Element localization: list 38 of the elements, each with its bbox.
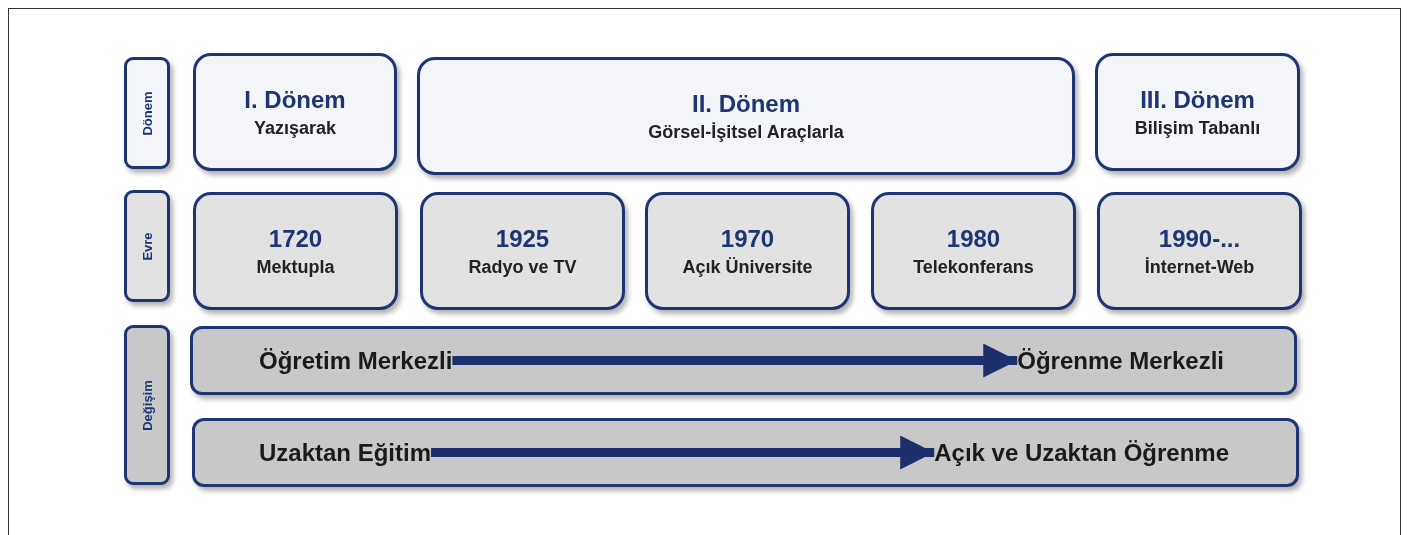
period-box <box>420 192 625 310</box>
period-box <box>645 192 850 310</box>
band-text: Öğretim Merkezli <box>259 346 453 375</box>
period-subtitle: İnternet-Web <box>1144 256 1255 278</box>
period-box <box>1097 192 1302 310</box>
period-subtitle: Telekonferans <box>913 256 1034 278</box>
band-text: Uzaktan Eğitim <box>259 438 432 467</box>
row-label: Evre <box>139 231 155 261</box>
row-label: Değişim <box>139 379 155 431</box>
period-title: 1925 <box>495 224 550 253</box>
period-box <box>1095 53 1300 171</box>
period-title: 1970 <box>720 224 775 253</box>
period-subtitle: Görsel-İşitsel Araçlarla <box>648 121 844 143</box>
arrow <box>452 343 1018 378</box>
period-subtitle: Mektupla <box>256 256 335 278</box>
band-text: Açık ve Uzaktan Öğrenme <box>934 438 1229 467</box>
period-title: III. Dönem <box>1140 85 1255 114</box>
band-bar <box>190 326 1297 395</box>
band-bar <box>192 418 1299 487</box>
period-subtitle: Açık Üniversite <box>682 256 813 278</box>
row-label-box <box>124 325 170 485</box>
period-title: 1720 <box>268 224 323 253</box>
period-subtitle: Yazışarak <box>253 117 337 139</box>
period-box <box>871 192 1076 310</box>
row-label: Dönem <box>139 90 155 136</box>
period-title: I. Dönem <box>244 85 346 114</box>
period-title: 1980 <box>946 224 1001 253</box>
arrow <box>431 435 935 470</box>
period-box <box>193 192 398 310</box>
row-label-box <box>124 190 170 302</box>
period-title: 1990-... <box>1158 224 1241 253</box>
period-title: II. Dönem <box>692 89 800 118</box>
period-subtitle: Bilişim Tabanlı <box>1134 117 1261 139</box>
period-box <box>417 57 1075 175</box>
band-text: Öğrenme Merkezli <box>1017 346 1224 375</box>
period-subtitle: Radyo ve TV <box>468 256 577 278</box>
row-label-box <box>124 57 170 169</box>
period-box <box>193 53 397 171</box>
